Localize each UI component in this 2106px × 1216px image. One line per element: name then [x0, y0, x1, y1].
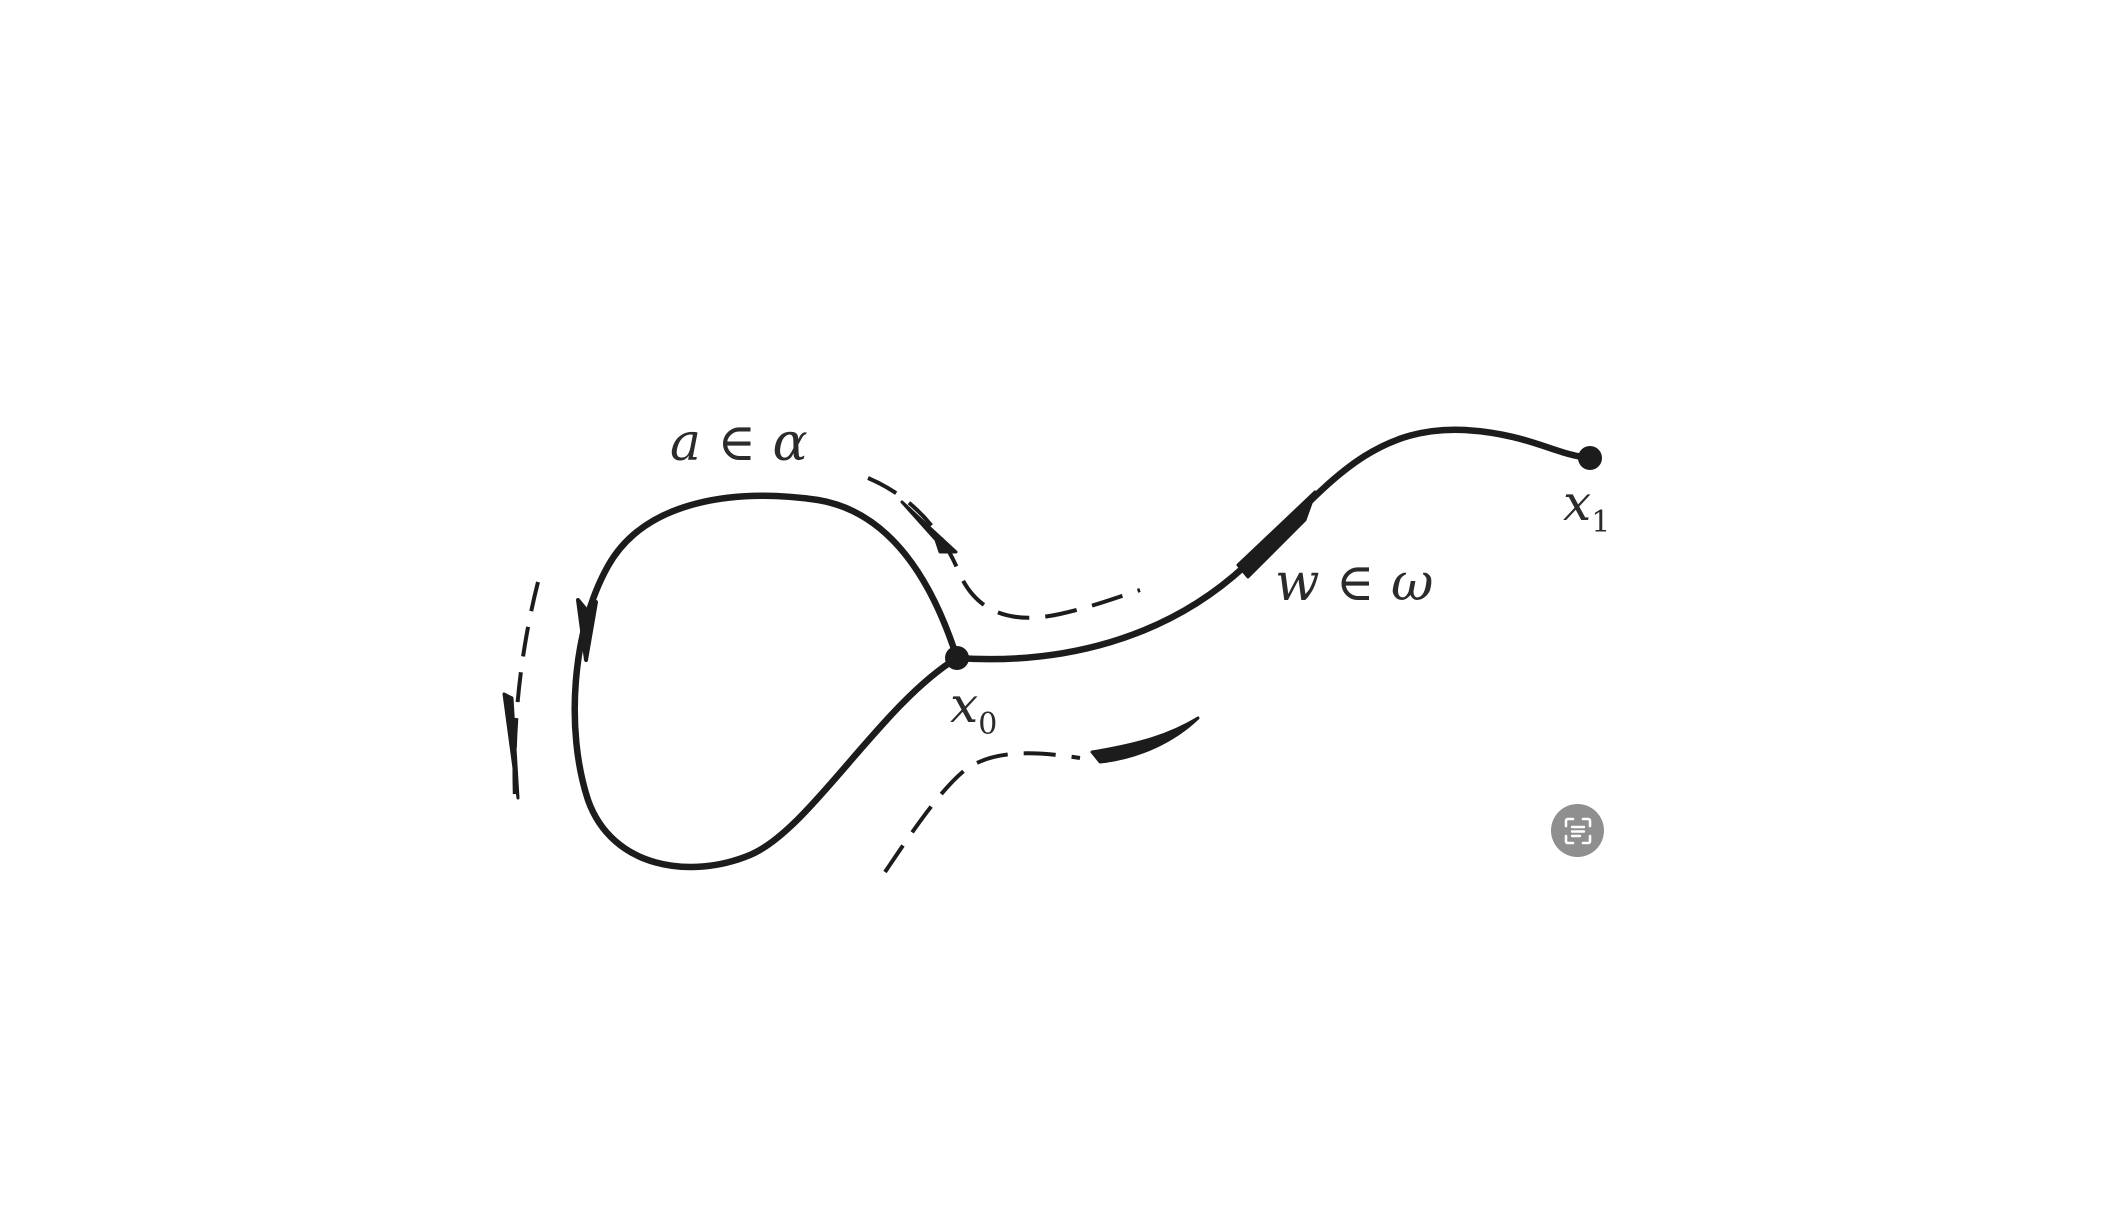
text-scan-button[interactable]: [1551, 804, 1604, 857]
dashed-curve-top: [867, 476, 1141, 620]
dashed-arrowhead-top: [900, 500, 958, 554]
path-arrowhead: [1236, 490, 1317, 579]
dashed-arrowhead-left: [502, 692, 520, 800]
end-point-x1: [1578, 446, 1602, 470]
end-point-label: x1: [1563, 474, 1610, 540]
path-label: w ∈ ω: [1275, 553, 1433, 613]
base-point-subscript: 0: [978, 707, 997, 742]
loop-arrowhead: [576, 598, 598, 662]
loop-label: a ∈ α: [670, 413, 808, 473]
dashed-curve-left: [512, 581, 540, 801]
base-point-x0: [945, 646, 969, 670]
end-point-symbol: x: [1563, 474, 1591, 532]
dashed-curve-bottom: [883, 751, 1081, 874]
base-point-symbol: x: [950, 676, 978, 734]
base-point-label: x0: [950, 676, 997, 742]
end-point-subscript: 1: [1591, 505, 1610, 540]
dashed-arrowhead-bottom: [1090, 716, 1200, 764]
text-scan-icon: [1564, 817, 1591, 844]
loop-curve-a: [571, 492, 961, 871]
